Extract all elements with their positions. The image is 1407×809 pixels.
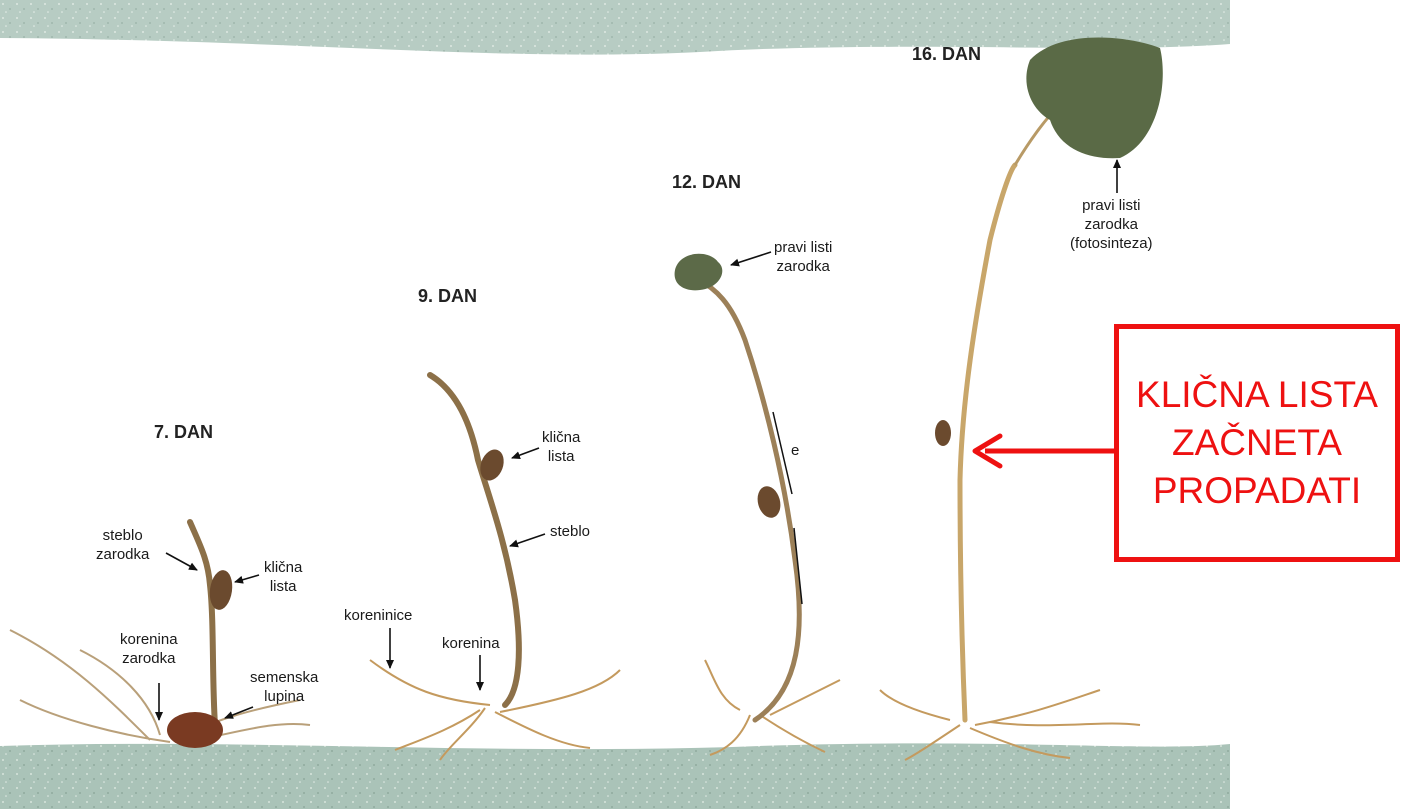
day7-seed-coat <box>167 712 223 748</box>
day16-true-leaf <box>1026 37 1162 158</box>
callout-arrow <box>975 436 1114 466</box>
day7-stem <box>190 522 215 725</box>
plant-day-9 <box>370 375 620 760</box>
label-e-mark: e <box>791 441 799 460</box>
label-semenska-lupina: semenska lupina <box>250 668 318 706</box>
callout-text: KLIČNA LISTA ZAČNETA PROPADATI <box>1136 371 1378 515</box>
label-klicna-lista-7: klična lista <box>264 558 302 596</box>
annotation-arrows <box>159 160 1117 720</box>
day-label-16: 16. DAN <box>912 44 981 65</box>
label-steblo: steblo <box>550 522 590 541</box>
label-koreninice: koreninice <box>344 606 412 625</box>
top-ground-band <box>0 0 1230 55</box>
day9-stem <box>430 375 519 705</box>
label-korenina: korenina <box>442 634 500 653</box>
day16-cotyledon <box>935 420 951 446</box>
day-label-9: 9. DAN <box>418 286 477 307</box>
label-pravi-listi-zarodka-12: pravi listi zarodka <box>774 238 832 276</box>
label-steblo-zarodka: steblo zarodka <box>96 526 149 564</box>
label-korenina-zarodka: korenina zarodka <box>120 630 178 668</box>
label-klicna-lista-9: klična lista <box>542 428 580 466</box>
day12-true-leaves <box>675 254 723 291</box>
day-label-7: 7. DAN <box>154 422 213 443</box>
callout-box: KLIČNA LISTA ZAČNETA PROPADATI <box>1114 324 1400 562</box>
day12-cotyledon <box>754 484 784 521</box>
day9-roots <box>370 660 620 760</box>
label-pravi-listi-fotosinteza: pravi listi zarodka (fotosinteza) <box>1070 196 1153 253</box>
plant-day-12 <box>675 254 840 755</box>
day12-stem <box>700 280 799 720</box>
day-label-12: 12. DAN <box>672 172 741 193</box>
